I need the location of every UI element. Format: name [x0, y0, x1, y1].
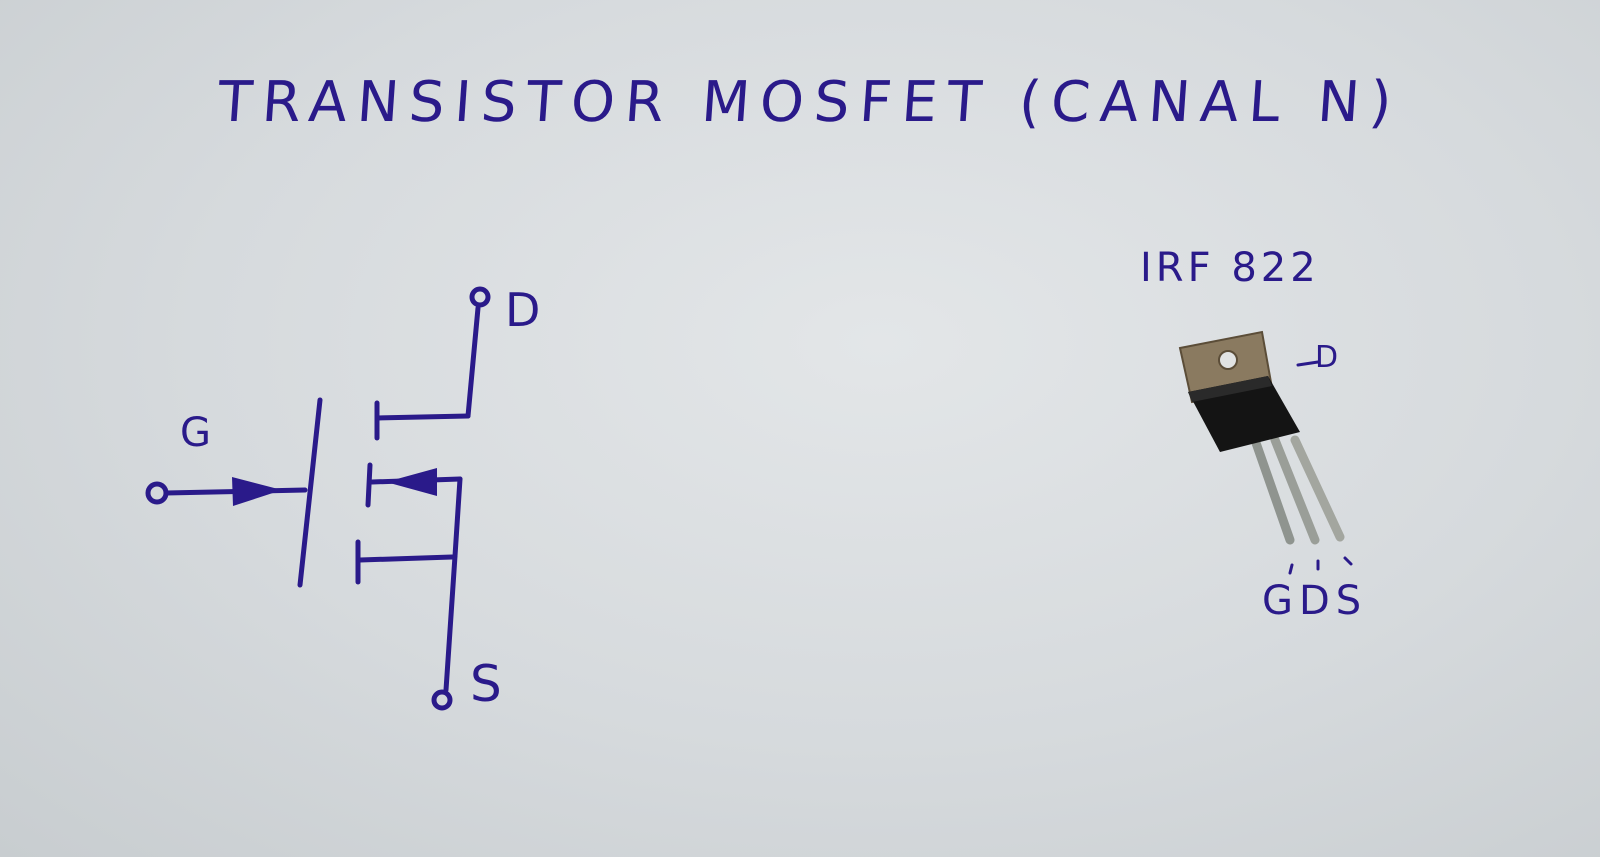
- gate-terminal: [145, 481, 169, 505]
- drain-label: D: [505, 283, 541, 337]
- drain-lead: [465, 305, 481, 419]
- gate-arrow-icon: [232, 477, 282, 506]
- body-top-edge: [1188, 376, 1272, 402]
- pin-order-labels: GDS: [1262, 578, 1368, 624]
- mounting-hole: [1218, 350, 1238, 370]
- gate-plate: [297, 397, 323, 588]
- tab-drain-label: D: [1315, 340, 1339, 375]
- gate-label: G: [180, 410, 211, 456]
- source-lead: [443, 553, 458, 693]
- tab-pointer: [1296, 360, 1320, 367]
- source-label: S: [470, 655, 502, 713]
- drain-pin: [1270, 435, 1320, 545]
- gate-pin: [1250, 435, 1295, 545]
- source-terminal: [431, 689, 453, 711]
- drain-stub: [374, 413, 471, 421]
- part-number-label: IRF 822: [1140, 245, 1320, 291]
- drain-terminal: [469, 286, 491, 308]
- source-tick: [1343, 556, 1353, 566]
- channel-segment-body: [365, 462, 373, 508]
- source-stub: [357, 554, 455, 563]
- body-to-source: [452, 476, 463, 559]
- source-pin: [1290, 435, 1345, 542]
- to220-component: [1178, 330, 1345, 545]
- gate-tick: [1288, 563, 1294, 575]
- body-arrow-icon: [386, 468, 437, 496]
